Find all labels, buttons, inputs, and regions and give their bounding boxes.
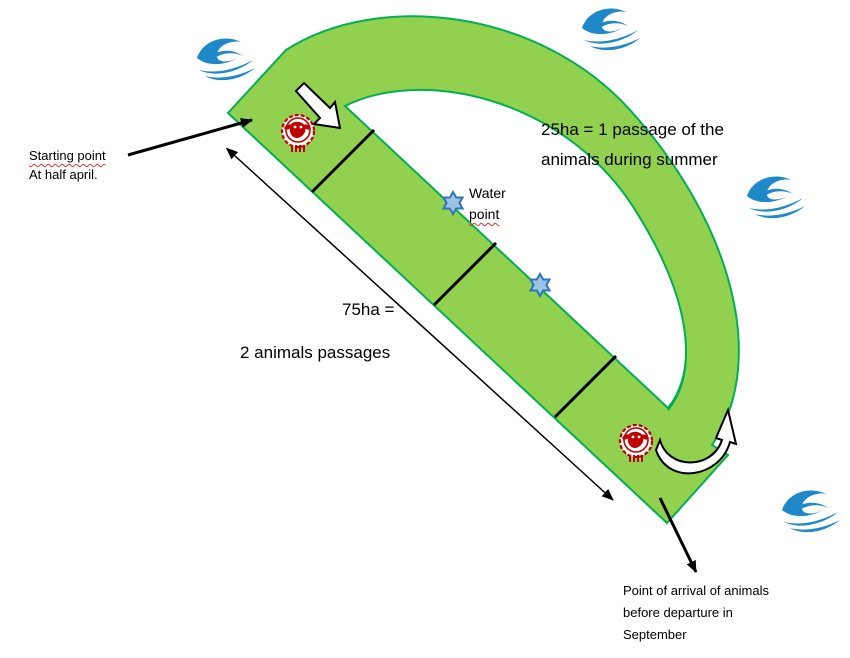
- direction-arrow-icon: [294, 81, 342, 130]
- arrival-pointer-arrow: [658, 497, 698, 573]
- water-point-line1: Water: [469, 185, 506, 201]
- arrival-label: Point of arrival of animals before depar…: [623, 580, 769, 646]
- summer-passage-line2: animals during summer: [541, 150, 718, 169]
- wave-logo-icon: [197, 38, 255, 81]
- area-label-line2: 2 animals passages: [240, 338, 390, 368]
- start-pointer-arrow: [127, 118, 253, 157]
- water-point-label: Water point: [469, 183, 506, 225]
- area-label-text: 2 animals passages: [240, 343, 391, 362]
- area-label-line1: 75ha =: [342, 300, 395, 319]
- arrival-label-line3: September: [623, 627, 687, 642]
- start-label-line2: At half april.: [29, 167, 98, 182]
- wave-logo-icon: [582, 8, 640, 51]
- summer-passage-label: 25ha = 1 passage of the animals during s…: [541, 115, 724, 175]
- length-arrow: [225, 147, 614, 501]
- arrival-label-line1: Point of arrival of animals: [623, 583, 769, 598]
- arrival-label-line2: before departure in: [623, 605, 733, 620]
- wave-logo-icon: [747, 176, 805, 219]
- wave-logo-icon: [782, 490, 840, 533]
- return-arrow-icon: [654, 406, 738, 475]
- water-point-line2: point: [469, 206, 500, 222]
- start-label-line1: Starting point: [29, 148, 106, 163]
- start-label: Starting point At half april.: [29, 146, 106, 184]
- summer-passage-line1: 25ha = 1 passage of the: [541, 120, 724, 139]
